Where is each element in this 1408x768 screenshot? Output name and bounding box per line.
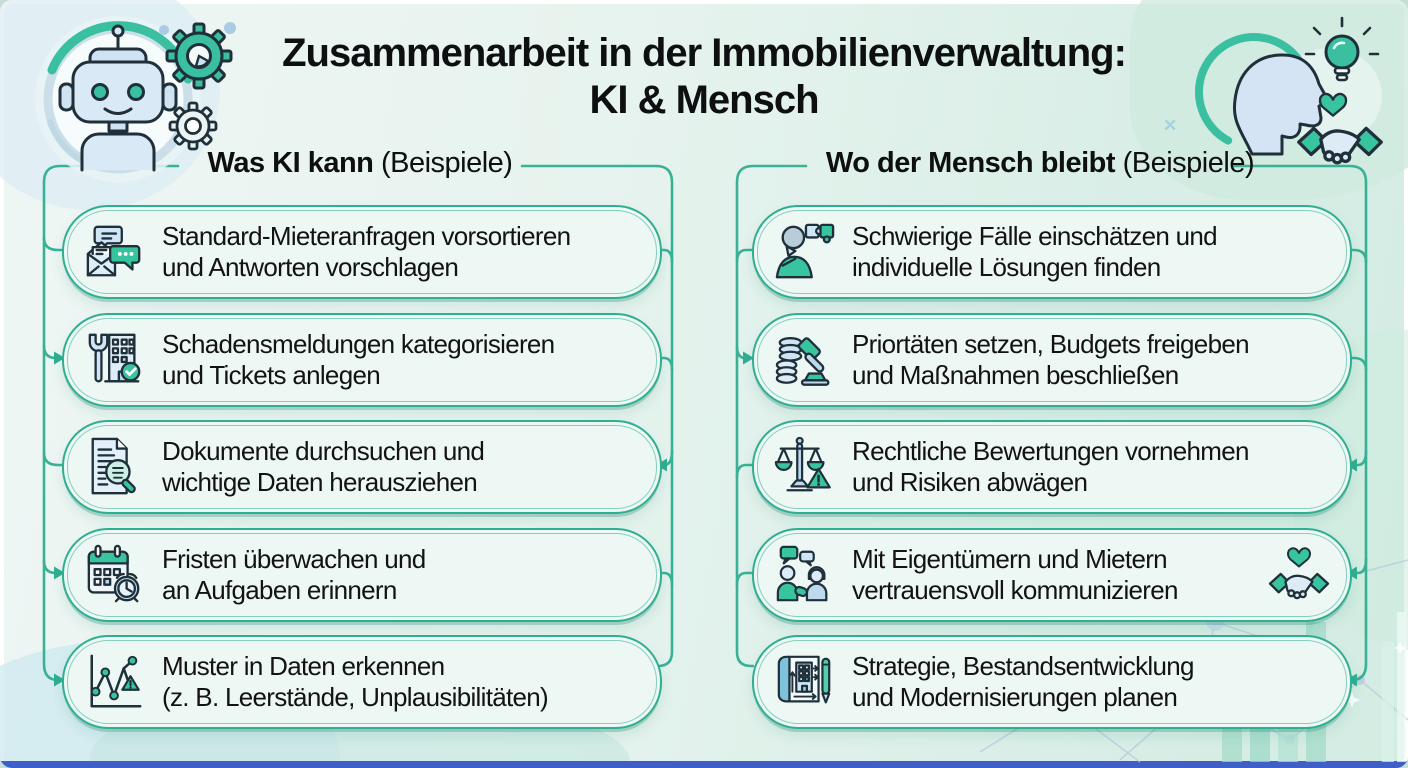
item-line2: und Tickets anlegen <box>162 360 381 390</box>
mail-chat-icon <box>84 221 146 283</box>
left-column-heading: Was KI kann (Beispiele) <box>62 147 658 180</box>
item-text: Priortäten setzen, Budgets freigeben und… <box>852 329 1250 391</box>
item-text: Schwierige Fälle einschätzen und individ… <box>852 221 1218 283</box>
item-line1: Fristen überwachen und <box>162 544 426 574</box>
bottom-accent-bar <box>0 761 1408 768</box>
item-line1: Strategie, Bestandsentwicklung <box>852 651 1194 681</box>
coins-gavel-icon <box>774 329 836 391</box>
right-heading-bold: Wo der Mensch bleibt <box>825 147 1116 179</box>
item-text: Rechtliche Bewertungen vornehmen und Ris… <box>852 436 1249 498</box>
item-line1: Muster in Daten erkennen <box>162 651 445 681</box>
chart-warning-icon <box>84 651 146 713</box>
mensch-item-recht: Rechtliche Bewertungen vornehmen und Ris… <box>752 420 1352 514</box>
item-text: Schadensmeldungen kategorisieren und Tic… <box>162 329 555 391</box>
mensch-item-kommunikation: Mit Eigentümern und Mietern vertrauensvo… <box>752 528 1352 622</box>
item-text: Fristen überwachen und an Aufgaben erinn… <box>162 544 426 606</box>
item-text: Muster in Daten erkennen (z. B. Leerstän… <box>162 651 549 713</box>
blueprint-plan-icon <box>774 651 836 713</box>
wrench-building-icon <box>84 329 146 391</box>
page-title: Zusammenarbeit in der Immobilienverwaltu… <box>120 30 1288 124</box>
item-line1: Schadensmeldungen kategorisieren <box>162 329 555 359</box>
handshake-heart-icon <box>1268 545 1330 606</box>
title-line2: KI & Mensch <box>589 78 819 122</box>
item-line1: Dokumente durchsuchen und <box>162 436 485 466</box>
item-line2: (z. B. Leerstände, Unplausibilitäten) <box>162 682 549 712</box>
left-heading-note: (Beispiele) <box>380 147 513 179</box>
item-line2: und Antworten vorschlagen <box>162 252 459 282</box>
item-line1: Mit Eigentümern und Mietern <box>852 544 1168 574</box>
ki-item-mieteranfragen: Standard-Mieteranfragen vorsortieren und… <box>62 205 662 299</box>
item-text: Strategie, Bestandsentwicklung und Moder… <box>852 651 1194 713</box>
item-line2: individuelle Lösungen finden <box>852 252 1161 282</box>
document-search-icon <box>84 436 146 498</box>
mensch-item-prioritaeten: Priortäten setzen, Budgets freigeben und… <box>752 313 1352 407</box>
item-line1: Rechtliche Bewertungen vornehmen <box>852 436 1249 466</box>
item-text: Dokumente durchsuchen und wichtige Daten… <box>162 436 485 498</box>
left-heading-bold: Was KI kann <box>207 147 374 179</box>
item-text: Mit Eigentümern und Mietern vertrauensvo… <box>852 544 1178 606</box>
people-chat-icon <box>774 544 836 606</box>
ki-item-fristen: Fristen überwachen und an Aufgaben erinn… <box>62 528 662 622</box>
title-line1: Zusammenarbeit in der Immobilienverwaltu… <box>282 31 1127 75</box>
item-line1: Schwierige Fälle einschätzen und <box>852 221 1218 251</box>
item-line2: vertrauensvoll kommunizieren <box>852 575 1178 605</box>
mensch-item-strategie: Strategie, Bestandsentwicklung und Moder… <box>752 635 1352 729</box>
item-line2: wichtige Daten herausziehen <box>162 467 478 497</box>
ki-item-dokumente: Dokumente durchsuchen und wichtige Daten… <box>62 420 662 514</box>
item-line2: und Maßnahmen beschließen <box>852 360 1179 390</box>
item-line1: Priortäten setzen, Budgets freigeben <box>852 329 1250 359</box>
ki-item-muster: Muster in Daten erkennen (z. B. Leerstän… <box>62 635 662 729</box>
right-heading-note: (Beispiele) <box>1122 147 1255 179</box>
mensch-item-faelle: Schwierige Fälle einschätzen und individ… <box>752 205 1352 299</box>
item-line2: und Modernisierungen planen <box>852 682 1178 712</box>
item-line2: und Risiken abwägen <box>852 467 1088 497</box>
item-line1: Standard-Mieteranfragen vorsortieren <box>162 221 571 251</box>
right-column-heading: Wo der Mensch bleibt (Beispiele) <box>742 147 1338 180</box>
ki-item-schadensmeldungen: Schadensmeldungen kategorisieren und Tic… <box>62 313 662 407</box>
calendar-clock-icon <box>84 544 146 606</box>
item-line2: an Aufgaben erinnern <box>162 575 397 605</box>
person-puzzle-icon <box>774 221 836 283</box>
item-text: Standard-Mieteranfragen vorsortieren und… <box>162 221 571 283</box>
scales-warning-icon <box>774 436 836 498</box>
